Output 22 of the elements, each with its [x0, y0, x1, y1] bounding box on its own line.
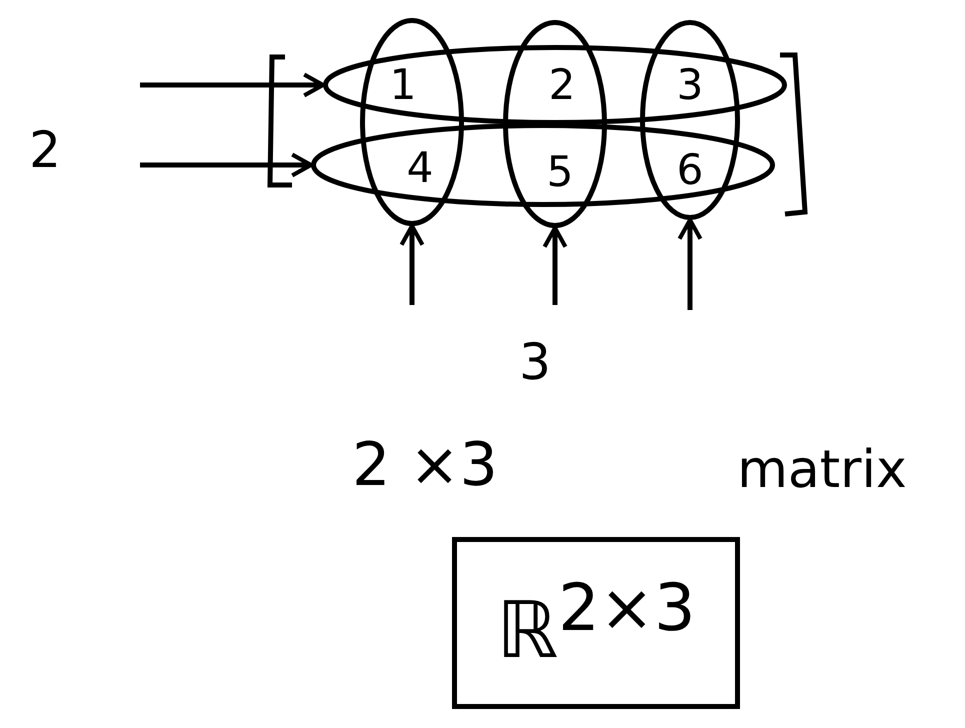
boxed-text	[452, 537, 740, 709]
column-count: 3	[519, 337, 551, 387]
matrix-entry: 6	[676, 149, 704, 191]
arrow	[542, 226, 568, 305]
matrix-entry: 5	[546, 151, 574, 193]
matrix-entry: 2	[548, 64, 576, 106]
arrow	[678, 218, 702, 310]
ellipse-outline	[311, 123, 775, 207]
matrix-entry: 3	[676, 64, 704, 106]
set-notation: ℝ$^{2×3}$	[496, 576, 696, 670]
ellipse-outline	[323, 45, 787, 125]
row-count: 2	[29, 125, 61, 175]
ellipse-outline	[503, 20, 607, 228]
dimension-text: 2 ×3	[352, 435, 498, 495]
arrow	[140, 72, 326, 98]
arrow	[140, 152, 314, 178]
matrix-word: matrix	[737, 444, 907, 496]
matrix-entry: 1	[390, 64, 416, 106]
matrix-entry: 4	[406, 147, 434, 189]
ellipse-outline	[360, 18, 464, 226]
ellipse-outline	[640, 20, 740, 220]
arrow	[400, 224, 424, 305]
